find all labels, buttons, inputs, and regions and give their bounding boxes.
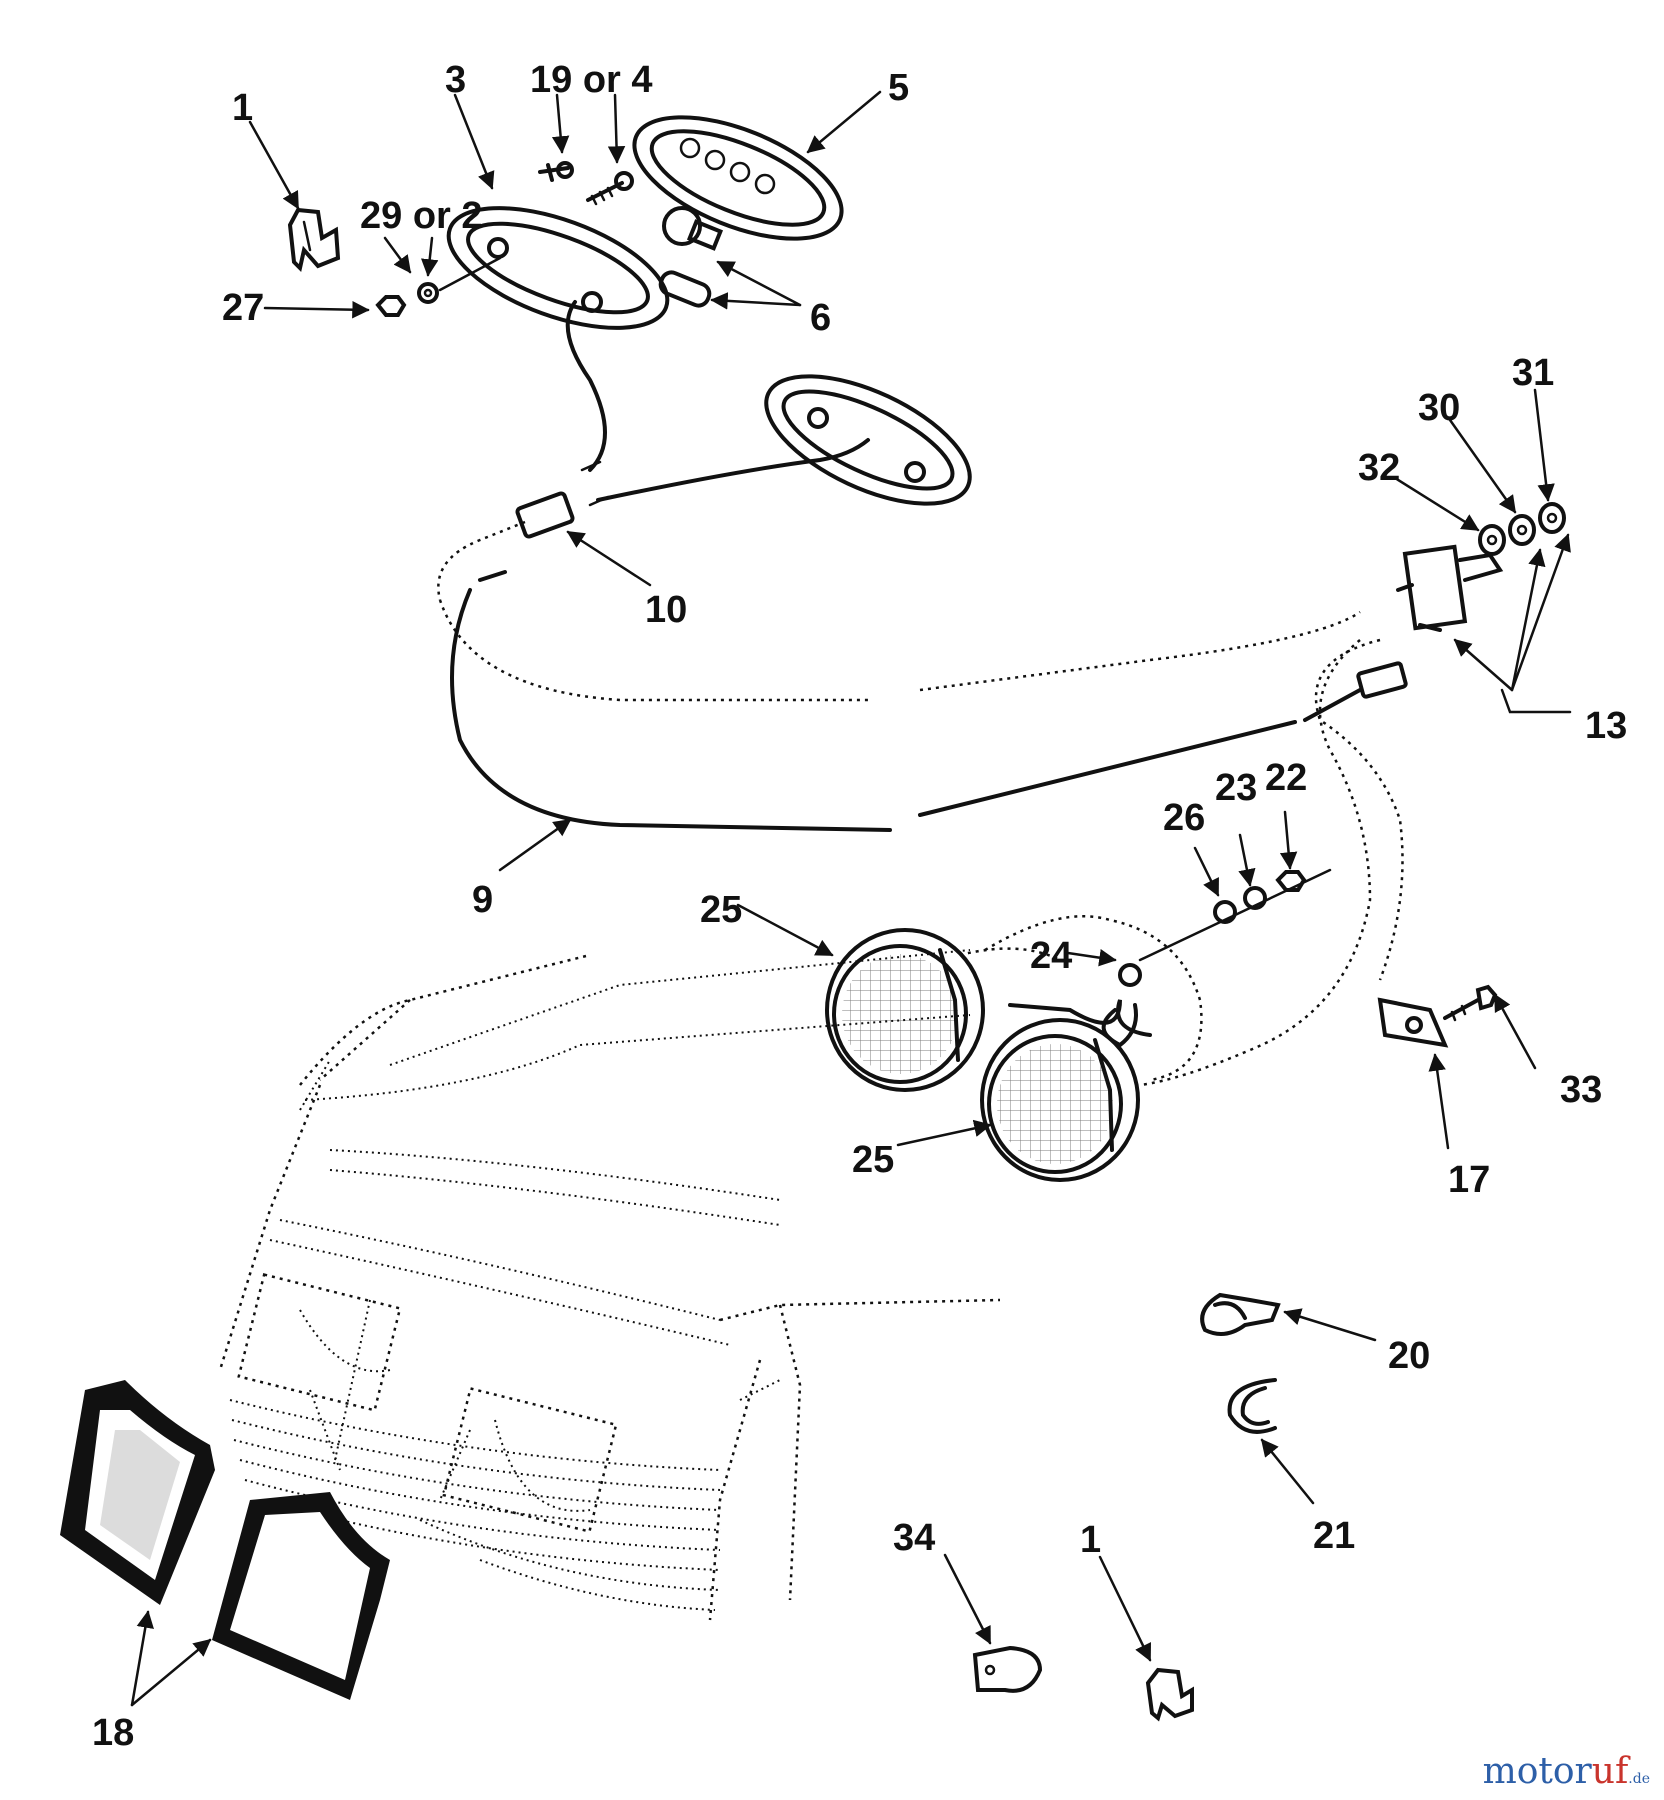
lamp-lens — [632, 115, 844, 241]
headlight-bezel-right — [212, 1492, 390, 1700]
mount-screw — [1443, 984, 1498, 1022]
clip-fastener-bottom — [1145, 1667, 1194, 1722]
ring-clip — [1227, 1378, 1277, 1434]
headlight-wiring — [959, 915, 1203, 1082]
callout-29-or-2: 29 or 2 — [360, 195, 483, 237]
callout-22: 22 — [1265, 757, 1307, 799]
callout-23: 23 — [1215, 767, 1257, 809]
hood-outline — [218, 949, 1001, 1621]
taillight-housing-right — [764, 374, 972, 506]
callout-25-top: 25 — [700, 889, 742, 931]
callout-6: 6 — [810, 297, 831, 339]
callout-3: 3 — [445, 59, 466, 101]
screw-small — [538, 161, 574, 182]
headlight-upper — [825, 928, 985, 1092]
callout-18: 18 — [92, 1712, 134, 1754]
callout-30: 30 — [1418, 387, 1460, 429]
callout-25-bottom: 25 — [852, 1139, 894, 1181]
callout-17: 17 — [1448, 1159, 1490, 1201]
washer-and-nut-top — [375, 256, 502, 317]
screw-tapping — [586, 171, 634, 206]
clip-fastener-top — [287, 207, 341, 272]
callout-19-or-4: 19 or 4 — [530, 59, 653, 101]
callout-33: 33 — [1560, 1069, 1602, 1111]
headlight-lower — [980, 1018, 1140, 1182]
callout-1-top: 1 — [232, 87, 253, 129]
bracket-plate — [1377, 997, 1449, 1048]
callout-20: 20 — [1388, 1335, 1430, 1377]
callout-32: 32 — [1358, 447, 1400, 489]
callout-31: 31 — [1512, 352, 1554, 394]
callout-27: 27 — [222, 287, 264, 329]
callout-24: 24 — [1030, 935, 1072, 977]
callout-26: 26 — [1163, 797, 1205, 839]
taillight-housing — [446, 206, 670, 330]
cable-clamp — [1200, 1292, 1281, 1336]
callout-9: 9 — [472, 879, 493, 921]
headlight-bezel-left — [60, 1380, 215, 1605]
headlight-washers-nut — [1138, 868, 1332, 962]
callout-21: 21 — [1313, 1515, 1355, 1557]
bulb-socket — [658, 270, 712, 308]
toggle-switch — [1396, 544, 1504, 632]
callout-34: 34 — [893, 1517, 935, 1559]
spring-clip — [972, 1645, 1043, 1693]
watermark-logo: motoruf.de — [1482, 1751, 1650, 1792]
connector-plug — [515, 491, 575, 539]
leader-lines — [130, 90, 1572, 1707]
wiring-harness — [437, 300, 1408, 1087]
callout-5: 5 — [888, 67, 909, 109]
callout-13: 13 — [1585, 705, 1627, 747]
callout-10: 10 — [645, 589, 687, 631]
switch-washers-nut — [1478, 502, 1566, 556]
callout-1-bottom: 1 — [1080, 1519, 1101, 1561]
bulb — [662, 206, 724, 251]
